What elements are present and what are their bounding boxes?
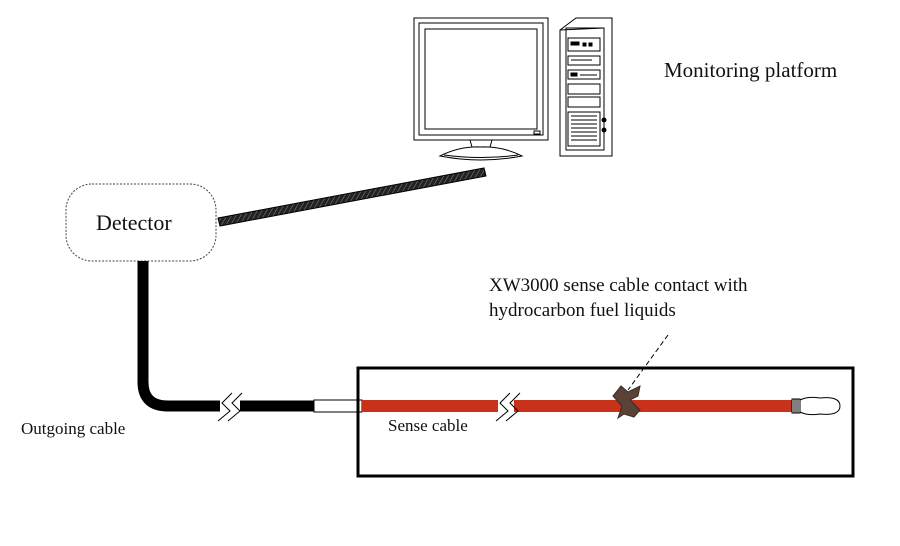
cable-end-terminator (791, 396, 841, 416)
sensing-area-box (356, 366, 855, 478)
outgoing-cable-label: Outgoing cable (21, 419, 126, 438)
contact-annotation-line2: hydrocarbon fuel liquids (489, 300, 676, 321)
outgoing-cable (137, 261, 314, 412)
sense-cable-break-mark (495, 392, 521, 422)
computer-icon (413, 17, 613, 161)
tower-case (559, 17, 613, 157)
detector-label: Detector (96, 210, 172, 235)
sense-cable-label: Sense cable (388, 416, 468, 435)
contact-annotation-label: XW3000 sense cable contact with hydrocar… (489, 273, 748, 323)
cable-break-mark (217, 392, 243, 422)
fuel-contact-icon (612, 385, 641, 420)
monitoring-platform-label: Monitoring platform (664, 58, 838, 82)
monitor (413, 17, 549, 161)
contact-annotation-line1: XW3000 sense cable contact with (489, 275, 748, 296)
annotation-leader-line (627, 334, 669, 391)
cable-connector (313, 399, 363, 413)
data-cable (217, 167, 487, 227)
